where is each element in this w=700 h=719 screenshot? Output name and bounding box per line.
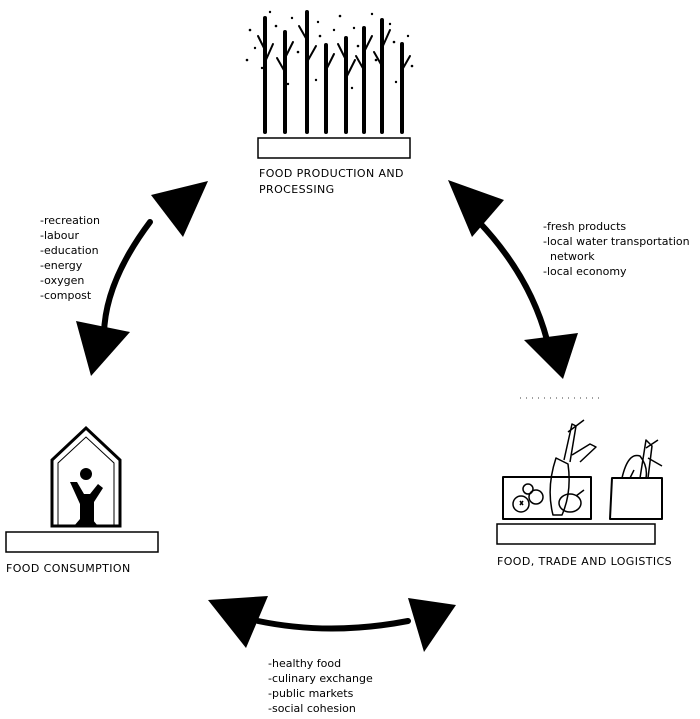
consumption-platform [5, 531, 159, 553]
production-label-line2: PROCESSING [259, 183, 335, 196]
trade-platform [496, 523, 656, 545]
list-item: -local water transportation [543, 235, 690, 248]
list-item: -energy [40, 259, 83, 272]
trees-icon [245, 10, 414, 134]
list-item: -local economy [543, 265, 627, 278]
production-label: FOOD PRODUCTION AND PROCESSING [259, 166, 404, 198]
list-item: network [543, 250, 595, 263]
trade-label: FOOD, TRADE AND LOGISTICS [497, 555, 672, 568]
arrow-production-consumption [76, 181, 208, 376]
house-person-icon [50, 425, 122, 528]
production-platform [257, 137, 411, 159]
list-item: -education [40, 244, 99, 257]
arrow-consumption-trade [208, 596, 456, 652]
arrow-production-trade [448, 180, 578, 379]
production-trade-list: -fresh products -local water transportat… [543, 219, 690, 279]
production-consumption-list: -recreation -labour -education -energy -… [40, 213, 100, 303]
list-item: -recreation [40, 214, 100, 227]
list-item: -healthy food [268, 657, 342, 670]
list-item: -labour [40, 229, 79, 242]
list-item: -culinary exchange [268, 672, 373, 685]
list-item: -social cohesion [268, 702, 356, 715]
list-item: -public markets [268, 687, 354, 700]
list-item: -oxygen [40, 274, 85, 287]
production-label-line1: FOOD PRODUCTION AND [259, 167, 404, 180]
consumption-trade-list: -healthy food -culinary exchange -public… [268, 656, 373, 716]
list-item: -fresh products [543, 220, 627, 233]
list-item: -compost [40, 289, 92, 302]
produce-basket-icon [502, 419, 663, 520]
consumption-label: FOOD CONSUMPTION [6, 562, 131, 575]
